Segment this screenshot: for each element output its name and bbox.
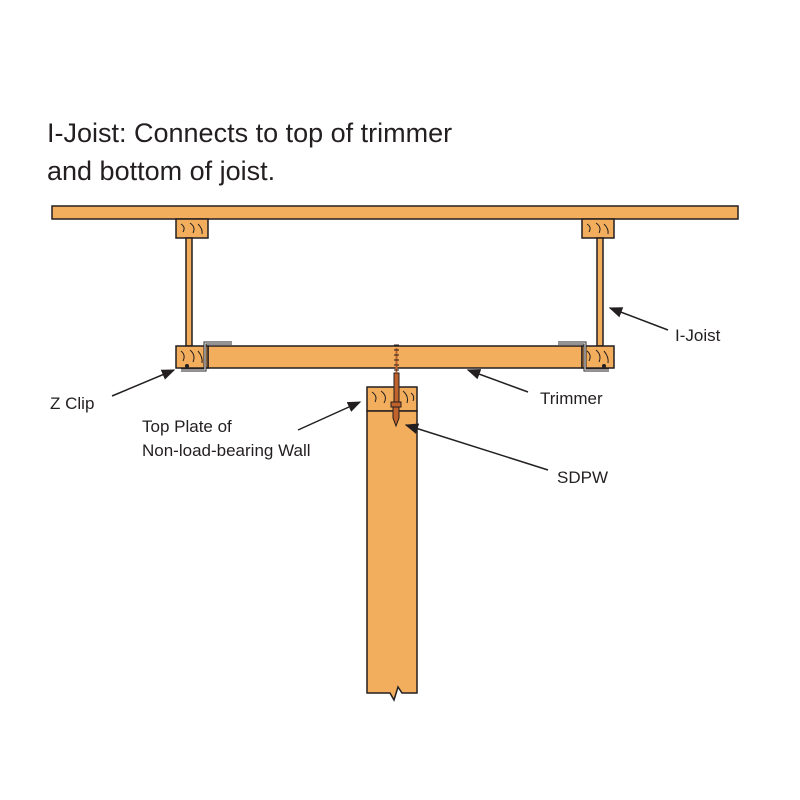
- top-plate-label-line-1: Top Plate of: [142, 417, 232, 436]
- left-joist-web: [185, 237, 193, 347]
- right-joist-bottom-flange: [581, 345, 615, 369]
- sdpw-leader: [404, 423, 549, 471]
- wall-stud: [366, 410, 418, 702]
- sdpw-screw: [390, 344, 402, 428]
- right-joist-web: [596, 237, 604, 347]
- z-clip-leader: [111, 369, 176, 397]
- i-joist-leader: [608, 307, 669, 331]
- title-line-2: and bottom of joist.: [47, 156, 275, 186]
- top-plate-label-line-2: Non-load-bearing Wall: [142, 441, 311, 460]
- sdpw-label: SDPW: [557, 468, 608, 487]
- i-joist-label: I-Joist: [675, 326, 721, 345]
- trimmer-label: Trimmer: [540, 389, 603, 408]
- right-joist-top-flange: [581, 218, 615, 239]
- title-line-1: I-Joist: Connects to top of trimmer: [47, 118, 452, 148]
- top-plate-leader: [297, 401, 362, 431]
- left-joist-bottom-flange: [175, 345, 209, 369]
- left-joist-top-flange: [175, 218, 209, 239]
- z-clip-label: Z Clip: [50, 394, 94, 413]
- trimmer-leader: [466, 369, 529, 393]
- subfloor-sheathing: [51, 205, 739, 220]
